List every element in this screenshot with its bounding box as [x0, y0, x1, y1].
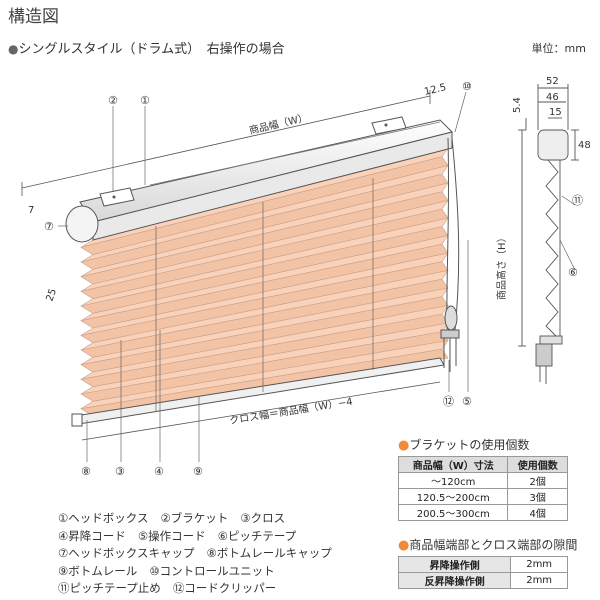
legend-row: ⑨ボトムレール ⑩コントロールユニット: [58, 563, 344, 581]
callout-11: ⑪: [572, 194, 583, 207]
dim-48-label: 48: [578, 140, 591, 151]
dim-7-label: 7: [28, 205, 34, 216]
subtitle: ●シングルスタイル（ドラム式） 右操作の場合: [8, 38, 285, 57]
dim-12-5-label: 12.5: [423, 82, 447, 98]
callout-2: ②: [108, 94, 118, 107]
legend-item: ③クロス: [240, 511, 286, 525]
lift-cords: [155, 178, 374, 412]
callout-12: ⑫: [443, 395, 454, 408]
legend-row: ④昇降コード ⑤操作コード ⑥ピッチテープ: [58, 528, 344, 546]
head-box: [79, 119, 453, 241]
legend-item: ⑥ピッチテープ: [217, 528, 297, 543]
legend-item: ⑨ボトムレール: [58, 563, 138, 578]
callout-leaders: [58, 91, 576, 462]
dim-cloth-width: [81, 381, 441, 441]
page-title: 構造図: [8, 7, 59, 27]
cloth-pleats: [80, 147, 449, 417]
legend-item: ②ブラケット: [160, 511, 229, 525]
legend-row: ⑪ピッチテープ止め ⑫コードクリッパー: [58, 580, 344, 598]
legend-item: ⑩コントロールユニット: [149, 563, 275, 578]
head-box-cap: [65, 205, 99, 243]
legend-item: ⑦ヘッドボックスキャップ: [58, 546, 195, 560]
legend-row: ①ヘッドボックス ②ブラケット ③クロス: [58, 510, 344, 528]
legend-item: ④昇降コード: [58, 528, 126, 543]
dim-25-label: 25: [44, 287, 59, 303]
callout-10: ⑩: [462, 80, 472, 93]
callout-8: ⑧: [81, 465, 91, 478]
table-header: 商品幅（W）寸法: [397, 456, 509, 473]
subtitle-text: シングルスタイル（ドラム式） 右操作の場合: [18, 42, 285, 57]
legend-item: ①ヘッドボックス: [58, 511, 149, 525]
callouts: ② ① ⑦ ⑩ ⑪ ⑥ ⑧ ③ ④ ⑨ ⑫ ⑤: [44, 80, 583, 478]
unit-label: 単位：mm: [531, 42, 586, 55]
dim-height-label: 商品高さ（H）: [495, 232, 508, 300]
callout-9: ⑨: [193, 465, 203, 478]
table-header: 使用個数: [507, 456, 568, 473]
dim-5-4-label: 5.4: [512, 97, 523, 113]
side-view: [518, 84, 579, 384]
bottom-rail-cap: [71, 413, 83, 427]
callout-1: ①: [140, 94, 150, 107]
dim-52-label: 52: [546, 76, 559, 87]
callout-4: ④: [154, 465, 164, 478]
legend-row: ⑦ヘッドボックスキャップ ⑧ボトムレールキャップ: [58, 545, 344, 563]
dim-46-label: 46: [546, 92, 559, 103]
dim-15-label: 15: [549, 107, 562, 118]
bracket-table-title: ●ブラケットの使用個数: [398, 438, 530, 453]
subtitle-bullet: ●: [8, 42, 19, 56]
bracket-right: [371, 116, 407, 135]
legend-item: ⑫コードクリッパー: [172, 581, 277, 595]
bracket-left: [99, 187, 135, 207]
gap-table-title: ●商品幅端部とクロス端部の隙間: [398, 538, 578, 553]
legend-item: ⑪ピッチテープ止め: [58, 581, 161, 595]
dim-width-label: 商品幅（W）: [248, 111, 309, 137]
callout-3: ③: [115, 465, 125, 478]
dim-cloth-width-label: クロス幅＝商品幅（W）−4: [228, 395, 353, 427]
parts-legend: ①ヘッドボックス ②ブラケット ③クロス ④昇降コード ⑤操作コード ⑥ピッチテープ ⑦…: [58, 510, 344, 598]
dim-width: [21, 90, 431, 196]
legend-item: ⑧ボトムレールキャップ: [206, 546, 332, 560]
callout-5: ⑤: [462, 395, 472, 408]
callout-7: ⑦: [44, 220, 54, 233]
operation-cord: [440, 137, 460, 372]
callout-6: ⑥: [568, 266, 578, 279]
legend-item: ⑤操作コード: [137, 528, 206, 543]
